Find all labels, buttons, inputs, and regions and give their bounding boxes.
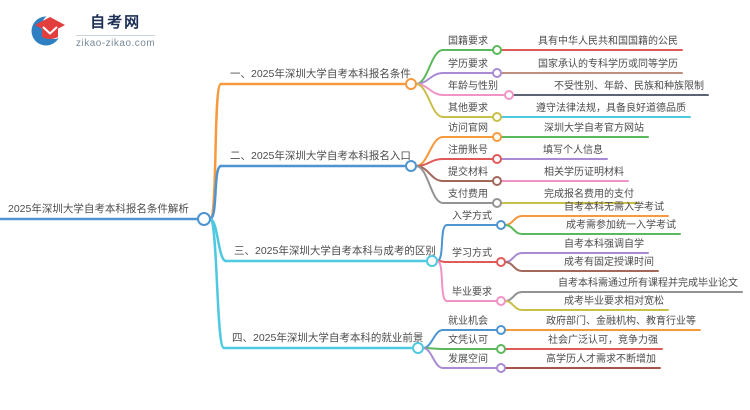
sub-node-label: 入学方式	[452, 211, 492, 222]
sub-node-label: 国籍要求	[448, 36, 488, 47]
leaf-node-label: 自考本科需通过所有课程并完成毕业论文	[558, 278, 738, 289]
connector-line	[504, 300, 669, 311]
node-connector-dot	[492, 132, 502, 142]
sub-node-label: 学习方式	[452, 248, 492, 259]
sub-node-label: 年龄与性别	[448, 81, 498, 92]
node-connector-dot	[492, 154, 502, 164]
node-connector-dot	[197, 212, 211, 226]
node-connector-dot	[496, 220, 506, 230]
node-connector-dot	[496, 257, 506, 267]
leaf-node-label: 成考有固定授课时间	[564, 257, 654, 268]
leaf-node-label: 遵守法律法规，具备良好道德品质	[536, 103, 686, 114]
connector-line	[415, 83, 444, 118]
node-connector-dot	[492, 45, 502, 55]
node-connector-dot	[412, 342, 424, 354]
sub-node-label: 就业机会	[448, 316, 488, 327]
branch-title: 三、2025年深圳大学自考本科与成考的区别	[234, 245, 436, 257]
sub-node-label: 访问官网	[448, 123, 488, 134]
node-connector-dot	[496, 325, 506, 335]
node-connector-dot	[492, 112, 502, 122]
node-connector-dot	[496, 363, 506, 373]
node-connector-dot	[504, 90, 514, 100]
connector-line	[504, 224, 681, 235]
leaf-node-label: 自考本科强调自学	[564, 239, 644, 250]
node-connector-dot	[492, 68, 502, 78]
connector-line	[436, 260, 448, 302]
connector-line	[436, 224, 448, 262]
leaf-node-label: 具有中华人民共和国国籍的公民	[538, 36, 678, 47]
leaf-node-label: 不受性别、年龄、民族和种族限制	[554, 81, 704, 92]
node-connector-dot	[496, 344, 506, 354]
connector-line	[415, 165, 444, 204]
connector-line	[504, 261, 659, 272]
sub-node-label: 文凭认可	[448, 335, 488, 346]
node-connector-dot	[492, 176, 502, 186]
leaf-node-label: 高学历人才需求不断增加	[546, 354, 656, 365]
sub-node-label: 注册账号	[448, 145, 488, 156]
leaf-node-label: 自考本科无需入学考试	[564, 202, 664, 213]
node-connector-dot	[426, 255, 438, 267]
branch-title: 四、2025年深圳大学自考本科的就业前景	[232, 332, 424, 344]
connector-line	[208, 164, 223, 221]
leaf-node-label: 政府部门、金融机构、教育行业等	[546, 316, 696, 327]
connector-line	[422, 329, 444, 349]
leaf-node-label: 相关学历证明材料	[544, 167, 624, 178]
connector-line	[422, 347, 444, 369]
root-node-label: 2025年深圳大学自考本科报名条件解析	[8, 203, 189, 215]
sub-node-label: 其他要求	[448, 103, 488, 114]
site-logo: 自考网 zikao-zikao.com	[30, 10, 156, 50]
logo-title: 自考网	[90, 14, 142, 31]
branch-title: 二、2025年深圳大学自考本科报名入口	[230, 150, 411, 162]
branch-title: 一、2025年深圳大学自考本科报名条件	[230, 68, 411, 80]
sub-node-label: 发展空间	[448, 354, 488, 365]
node-connector-dot	[496, 296, 506, 306]
node-connector-dot	[405, 160, 417, 172]
leaf-node-label: 成考需参加统一入学考试	[566, 220, 676, 231]
leaf-node-label: 深圳大学自考官方网站	[544, 123, 644, 134]
logo-domain: zikao-zikao.com	[76, 35, 156, 49]
sub-node-label: 提交材料	[448, 167, 488, 178]
node-connector-dot	[405, 78, 417, 90]
connector-line	[208, 217, 226, 350]
leaf-node-label: 国家承认的专科学历或同等学历	[538, 59, 678, 70]
sub-node-label: 学历要求	[448, 59, 488, 70]
leaf-node-label: 成考毕业要求相对宽松	[564, 296, 664, 307]
logo-icon	[31, 14, 67, 46]
leaf-node-label: 填写个人信息	[543, 145, 603, 156]
leaf-node-label: 完成报名费用的支付	[544, 189, 634, 200]
node-connector-dot	[492, 198, 502, 208]
sub-node-label: 支付费用	[448, 189, 488, 200]
leaf-node-label: 社会广泛认可，竞争力强	[548, 335, 658, 346]
connector-line	[415, 158, 444, 167]
sub-node-label: 毕业要求	[452, 287, 492, 298]
